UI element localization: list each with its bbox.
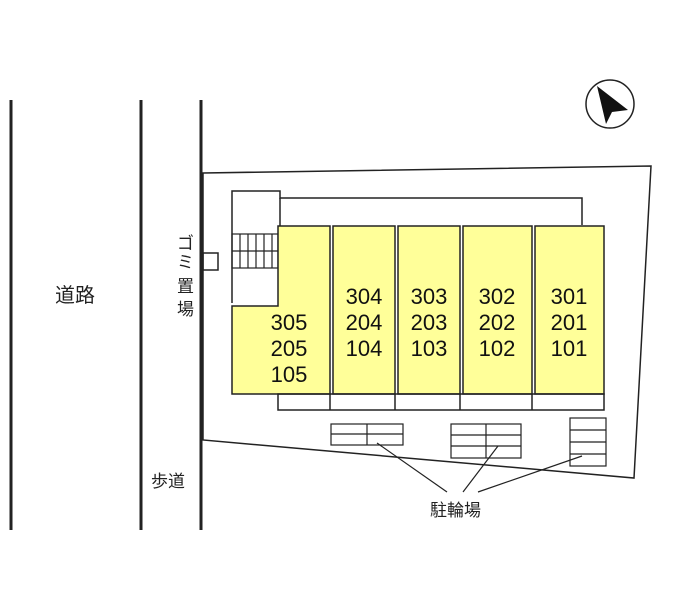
svg-text:102: 102 bbox=[479, 336, 516, 361]
stairs bbox=[231, 233, 279, 269]
north-arrow-icon bbox=[585, 79, 635, 129]
svg-text:202: 202 bbox=[479, 310, 516, 335]
svg-text:303: 303 bbox=[411, 284, 448, 309]
balcony-strip bbox=[277, 393, 605, 411]
unit-block-305: 305 205 105 bbox=[231, 225, 331, 395]
leader-lines bbox=[376, 442, 583, 493]
svg-text:205: 205 bbox=[271, 336, 308, 361]
svg-text:置: 置 bbox=[177, 277, 194, 297]
bicycle-rack-1 bbox=[330, 423, 404, 446]
bicycle-rack-2 bbox=[450, 423, 522, 459]
svg-text:ゴ: ゴ bbox=[177, 233, 194, 254]
svg-text:304: 304 bbox=[346, 284, 383, 309]
unit-block-301: 301 201 101 bbox=[534, 225, 605, 395]
svg-text:301: 301 bbox=[551, 284, 588, 309]
svg-text:204: 204 bbox=[346, 310, 383, 335]
svg-text:ミ: ミ bbox=[177, 253, 194, 273]
bicycle-rack-3 bbox=[569, 417, 607, 467]
garbage-area-label: ゴ ミ 置 場 bbox=[177, 233, 194, 320]
garbage-box bbox=[202, 252, 219, 271]
svg-text:201: 201 bbox=[551, 310, 588, 335]
svg-text:101: 101 bbox=[551, 336, 588, 361]
svg-text:305: 305 bbox=[271, 310, 308, 335]
site-boundary bbox=[202, 165, 652, 479]
svg-text:場: 場 bbox=[177, 300, 194, 320]
svg-text:104: 104 bbox=[346, 336, 383, 361]
sidewalk-label: 歩道 bbox=[151, 472, 185, 492]
svg-text:103: 103 bbox=[411, 336, 448, 361]
svg-text:105: 105 bbox=[271, 362, 308, 387]
unit-block-304: 304 204 104 bbox=[332, 225, 396, 395]
corridor-outline bbox=[231, 190, 583, 303]
unit-block-302: 302 202 102 bbox=[462, 225, 533, 395]
svg-text:203: 203 bbox=[411, 310, 448, 335]
road-label: 道路 bbox=[55, 283, 95, 307]
unit-block-303: 303 203 103 bbox=[397, 225, 461, 395]
bicycle-parking-label: 駐輪場 bbox=[430, 501, 481, 521]
svg-text:302: 302 bbox=[479, 284, 516, 309]
